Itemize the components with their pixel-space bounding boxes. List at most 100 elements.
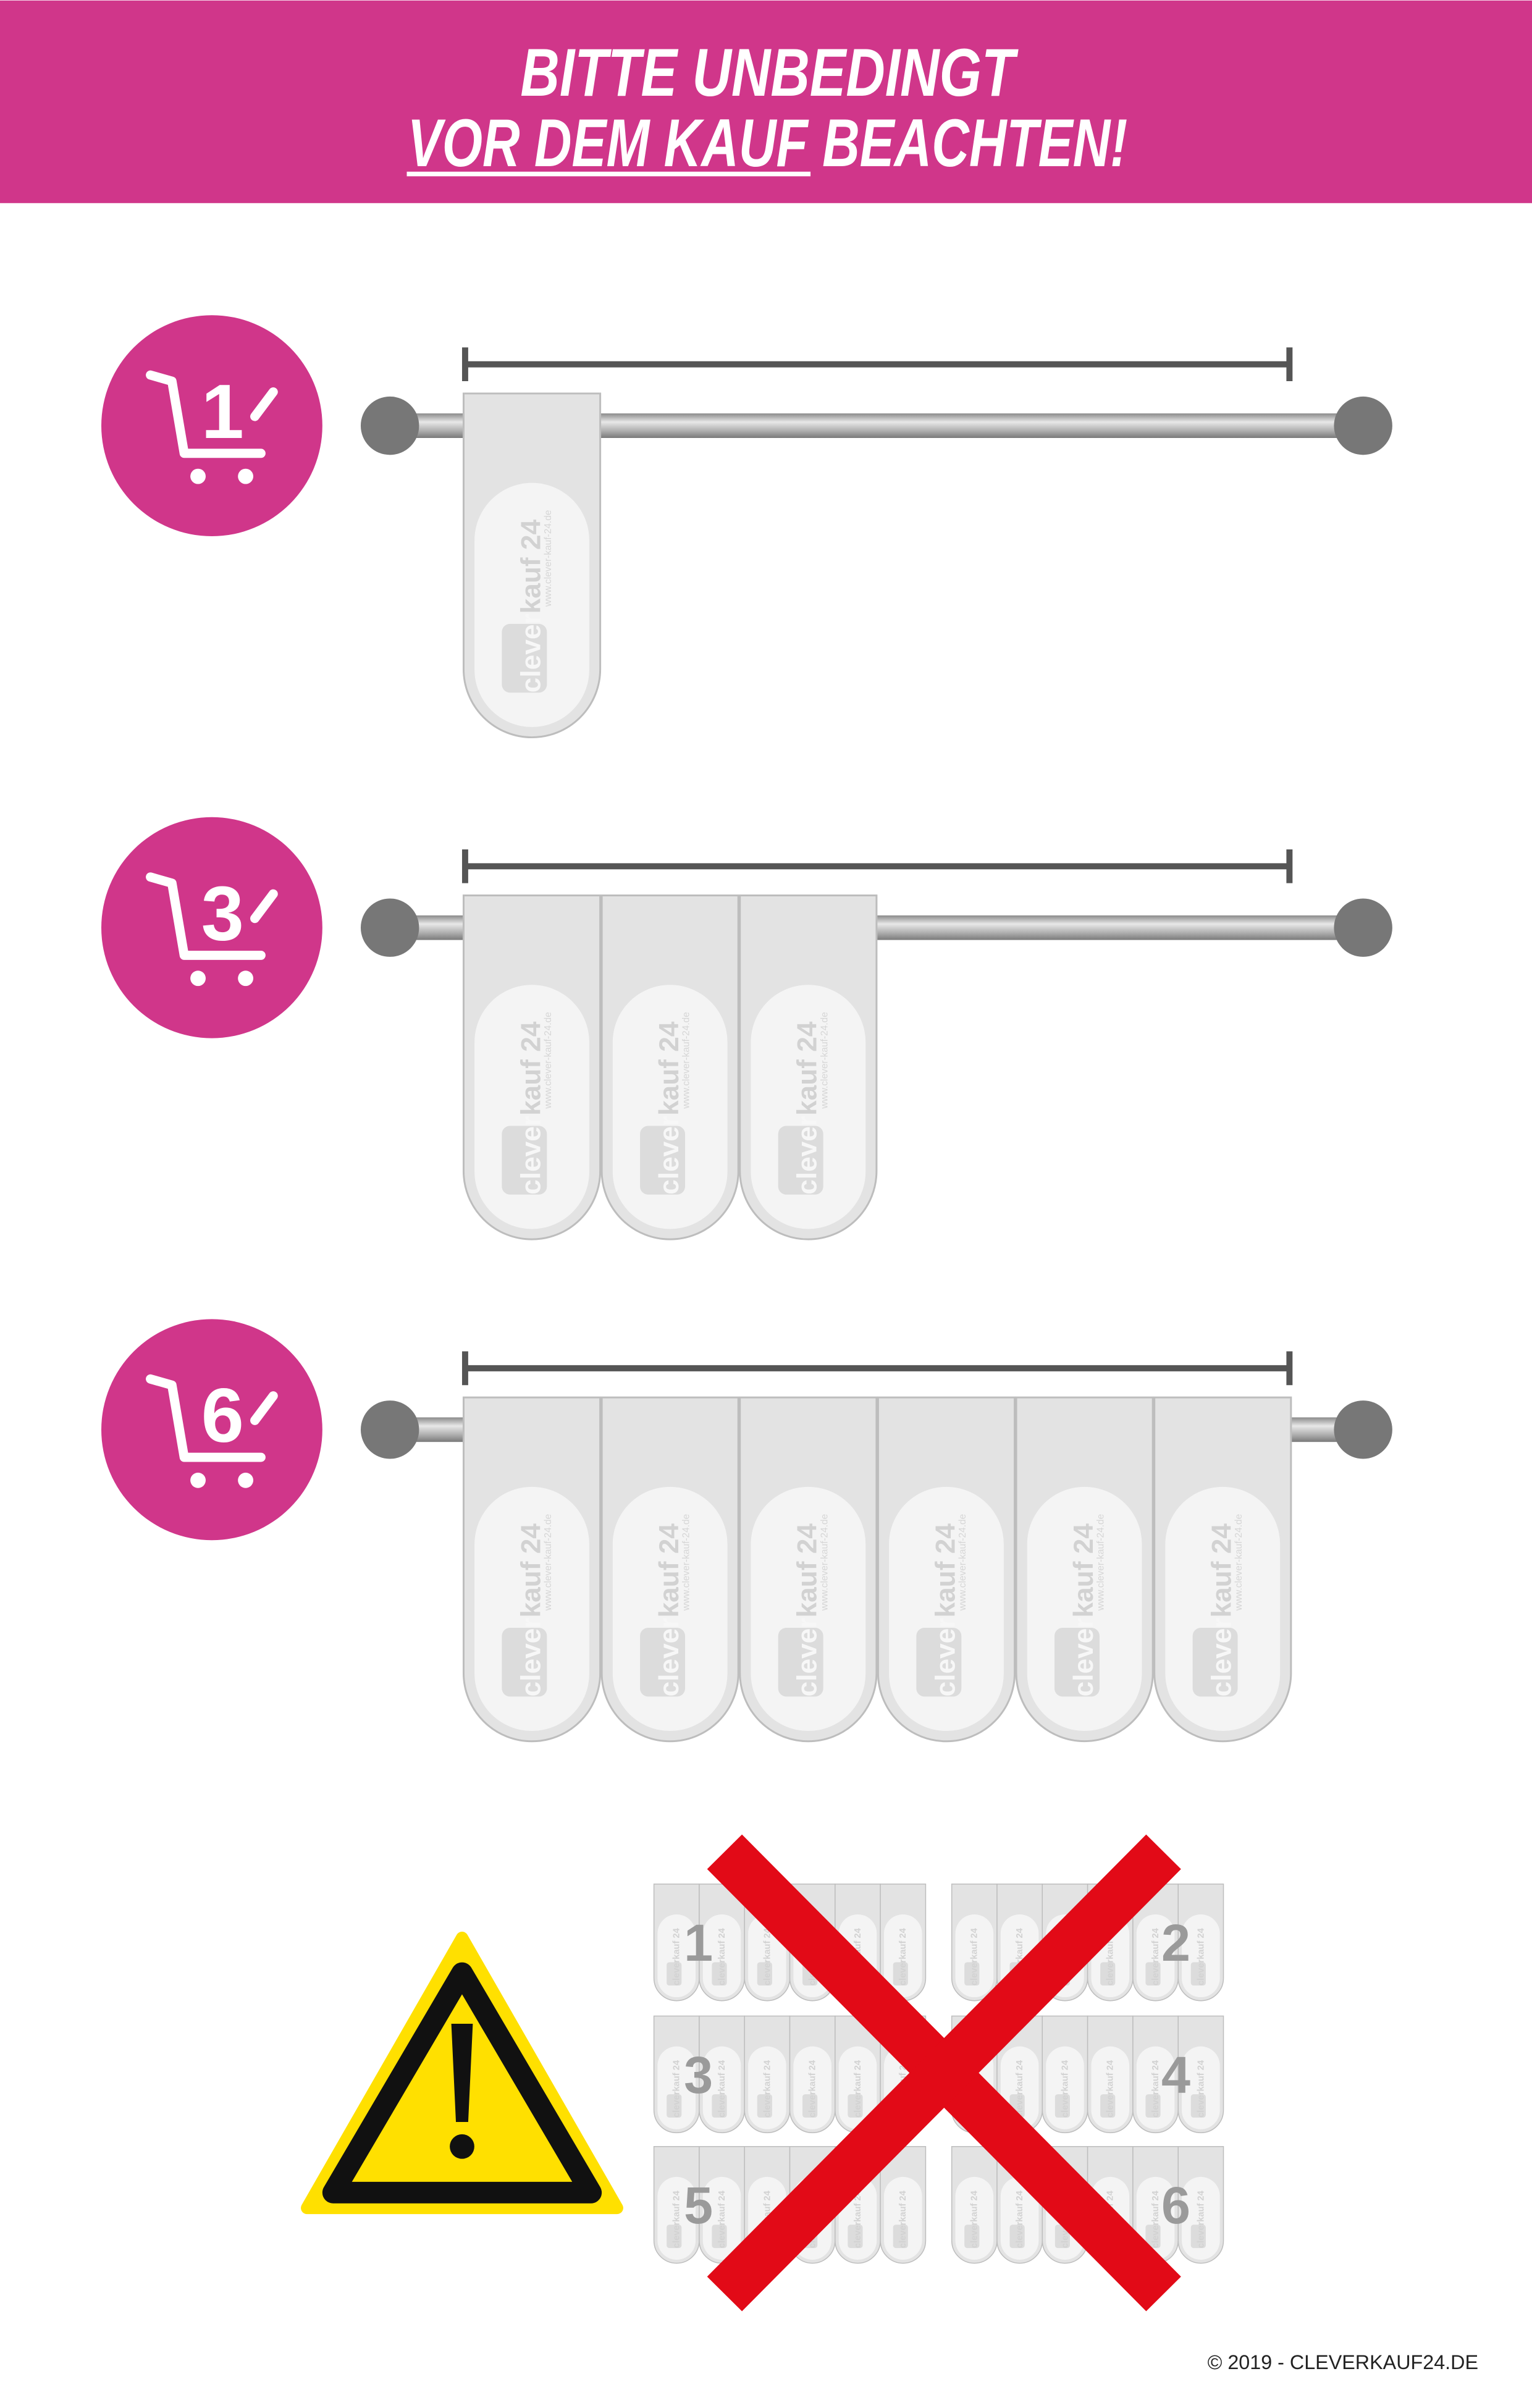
logo-url: www.clever-kauf-24.de <box>681 1012 692 1109</box>
panel-logo-text: cleverkauf 24 <box>1015 2060 1025 2118</box>
panel-logo-text: cleverkauf 24 <box>808 2060 818 2118</box>
logo-brand-b: kauf 24 <box>793 1523 823 1618</box>
cross-icon <box>707 1834 1181 2312</box>
panel-logo-text: cleverkauf 24 <box>1069 1523 1099 1697</box>
panel-logo-text: cleverkauf 24 <box>1196 2190 1206 2248</box>
wrong-example-number: 4 <box>1161 2046 1190 2104</box>
wrong-example-number: 3 <box>684 2046 713 2104</box>
logo-box <box>916 1628 962 1697</box>
cart-frame <box>146 370 266 458</box>
logo-url: www.clever-kauf-24.de <box>819 1514 830 1611</box>
logo-box <box>1100 2094 1116 2118</box>
curtain-panel: cleverkauf 24 <box>653 2146 700 2264</box>
curtain-panel: cleverkauf 24 <box>1132 2146 1179 2264</box>
panel-logo-text: cleverkauf 24 <box>717 2190 727 2248</box>
logo-url: www.clever-kauf-24.de <box>681 1514 692 1611</box>
panel-logo-text: cleverkauf 24 <box>762 1927 772 1985</box>
logo-box <box>778 1126 823 1195</box>
curtain-panel: cleverkauf 24 <box>653 1884 700 2002</box>
quantity-number: 6 <box>201 1373 244 1459</box>
logo-brand-a: clever <box>793 1116 823 1195</box>
quantity-badge <box>101 817 322 1038</box>
panel-logo-text: cleverkauf 24 <box>1196 1927 1206 1985</box>
logo-url: www.clever-kauf-24.de <box>543 1514 553 1611</box>
panel-logo-text: cleverkauf 24 <box>717 2060 727 2118</box>
logo-brand-b: kauf 24 <box>516 1523 546 1618</box>
curtain-panel: cleverkauf 24 <box>1132 2015 1179 2134</box>
panel-logo-text: cleverkauf 24 <box>793 1523 823 1697</box>
cart-wheel <box>190 970 206 987</box>
rod-end-right <box>1334 396 1392 455</box>
rod-end-right <box>1334 1400 1392 1459</box>
panel-logo-text: cleverkauf 24 <box>970 1927 980 1985</box>
logo-brand-b: kauf 24 <box>930 1523 961 1618</box>
panel-logo-text: cleverkauf 24 <box>717 1927 727 1985</box>
rod-end-left <box>360 1400 419 1459</box>
header-underlined-text: VOR DEM KAUF <box>408 106 809 181</box>
panel-logo-text: cleverkauf 24 <box>1196 2060 1206 2118</box>
logo-brand-b: kauf 24 <box>516 520 546 614</box>
panel-logo-text: cleverkauf 24 <box>793 1021 823 1195</box>
curtain-panel: cleverkauf 24 <box>699 1884 745 2002</box>
panel-logo-text: cleverkauf 24 <box>1106 2060 1116 2118</box>
warning-triangle-border <box>322 1962 602 2204</box>
panel-logo-text: cleverkauf 24 <box>853 2060 863 2118</box>
logo-brand-a: clever <box>654 1618 684 1697</box>
logo-brand-a: clever <box>654 1116 684 1195</box>
cart-frame <box>146 1374 266 1462</box>
exclamation-icon <box>451 2023 473 2123</box>
logo-brand-a: clever <box>516 1618 546 1697</box>
logo-url: www.clever-kauf-24.de <box>819 1012 830 1109</box>
logo-box <box>712 1962 727 1986</box>
logo-box <box>802 2094 818 2118</box>
quantity-number: 1 <box>201 369 244 455</box>
rod-end-left <box>360 396 419 455</box>
logo-box <box>712 2094 727 2118</box>
cart-handle <box>250 889 278 924</box>
curtain-panel: cleverkauf 24 <box>880 2146 927 2264</box>
panel-logo-text: cleverkauf 24 <box>516 520 546 693</box>
panel-logo-text: cleverkauf 24 <box>1151 2060 1161 2118</box>
logo-brand-a: clever <box>793 1618 823 1697</box>
logo-box <box>502 1628 547 1697</box>
panel-logo-text: cleverkauf 24 <box>672 2060 682 2118</box>
curtain-panel: cleverkauf 24 <box>653 2015 700 2134</box>
rod-end-right <box>1334 898 1392 957</box>
logo-brand-b: kauf 24 <box>654 1523 684 1618</box>
cart-icon <box>146 872 278 987</box>
logo-brand-a: clever <box>930 1618 961 1697</box>
logo-box <box>1192 1628 1238 1697</box>
panel-logo-text: cleverkauf 24 <box>516 1021 546 1195</box>
logo-box <box>640 1628 686 1697</box>
panel-logo-text: cleverkauf 24 <box>1151 2190 1161 2248</box>
logo-brand-b: kauf 24 <box>1207 1523 1237 1618</box>
cart-wheel <box>190 1472 206 1488</box>
panel-logo-text: cleverkauf 24 <box>672 2190 682 2248</box>
panel-logo-text: cleverkauf 24 <box>1060 2060 1070 2118</box>
copyright: © 2019 - CLEVERKAUF24.DE <box>1208 2351 1478 2373</box>
wrong-example-number: 1 <box>684 1914 713 1972</box>
curtain-panel: cleverkauf 24 <box>835 2015 881 2134</box>
logo-box <box>778 1628 823 1697</box>
exclamation-dot <box>450 2134 474 2159</box>
curtain-panel: cleverkauf 24 <box>699 2015 745 2134</box>
logo-brand-b: kauf 24 <box>654 1021 684 1116</box>
header-rest-text: BEACHTEN! <box>808 106 1127 181</box>
cart-wheel <box>238 970 254 987</box>
logo-box <box>502 1126 547 1195</box>
logo-brand-b: kauf 24 <box>1069 1523 1099 1618</box>
panel-logo-text: cleverkauf 24 <box>853 2190 863 2248</box>
cart-icon <box>146 370 278 484</box>
logo-box <box>1190 2225 1206 2249</box>
curtain-panel: cleverkauf 24 <box>789 2015 836 2134</box>
logo-box <box>757 1962 772 1986</box>
